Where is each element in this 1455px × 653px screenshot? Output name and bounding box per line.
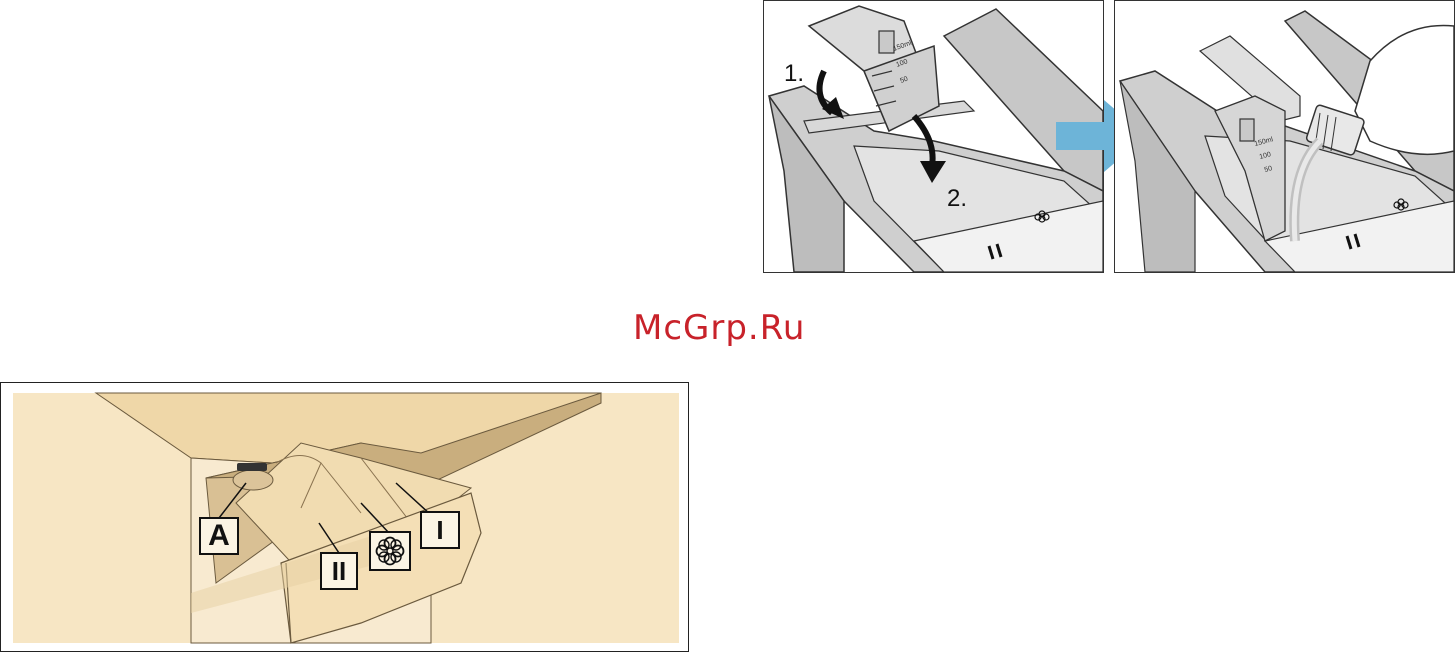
insert-flap-illustration: 150ml 100 50 1. 2. bbox=[763, 0, 1104, 273]
callout-i: I bbox=[420, 511, 460, 549]
pour-detergent-illustration: 150ml 100 50 bbox=[1114, 0, 1455, 273]
step-2-label: 2. bbox=[947, 185, 967, 212]
callout-ii: II bbox=[320, 552, 358, 590]
detergent-bottle bbox=[1355, 25, 1454, 154]
watermark: McGrp.Ru bbox=[633, 308, 805, 348]
callout-a: A bbox=[199, 517, 239, 555]
flower-icon bbox=[371, 533, 409, 569]
detergent-drawer-illustration bbox=[0, 382, 689, 652]
step-1-label: 1. bbox=[784, 60, 804, 87]
callout-softener bbox=[369, 531, 411, 571]
